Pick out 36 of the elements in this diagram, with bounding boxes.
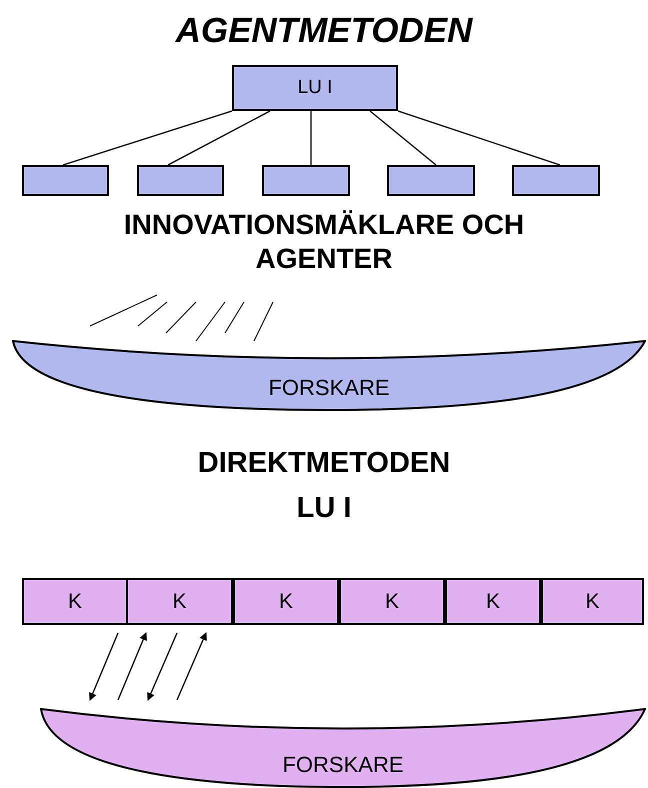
connector-line [62, 110, 232, 166]
empty-box [512, 165, 600, 196]
arrow [117, 632, 147, 700]
k-cell [233, 578, 339, 625]
empty-box [262, 165, 350, 196]
empty-box [137, 165, 224, 196]
connector-line [398, 110, 560, 166]
arrow [176, 632, 207, 700]
k-cell [445, 578, 541, 625]
node-text: K [585, 588, 600, 615]
node-text: K [68, 588, 82, 615]
k-cell [126, 578, 233, 625]
heading-label: INNOVATIONSMÄKLARE OCH AGENTER [122, 208, 526, 276]
researchers-bowl [40, 708, 646, 788]
researchers-bowl [12, 340, 646, 411]
k-cell [339, 578, 445, 625]
empty-box [22, 165, 109, 196]
connector-line [310, 111, 312, 165]
heading-label: DIREKTMETODEN [196, 446, 452, 481]
connector-line [370, 110, 436, 166]
node-text: LU I [298, 76, 332, 100]
node-text: K [384, 588, 399, 615]
process-box [232, 65, 398, 111]
node-text: K [172, 588, 186, 615]
node-text: K [278, 588, 293, 615]
node-text: FORSKARE [281, 752, 405, 778]
k-cell [541, 578, 644, 625]
connector-line [168, 110, 270, 166]
arrow [147, 632, 178, 701]
node-text: FORSKARE [267, 375, 391, 401]
diagram-title: AGENTMETODEN [174, 10, 474, 52]
k-cell [22, 578, 128, 625]
arrow [89, 632, 119, 701]
heading-label: LU I [296, 491, 352, 526]
node-text: K [486, 588, 500, 615]
empty-box [387, 165, 475, 196]
